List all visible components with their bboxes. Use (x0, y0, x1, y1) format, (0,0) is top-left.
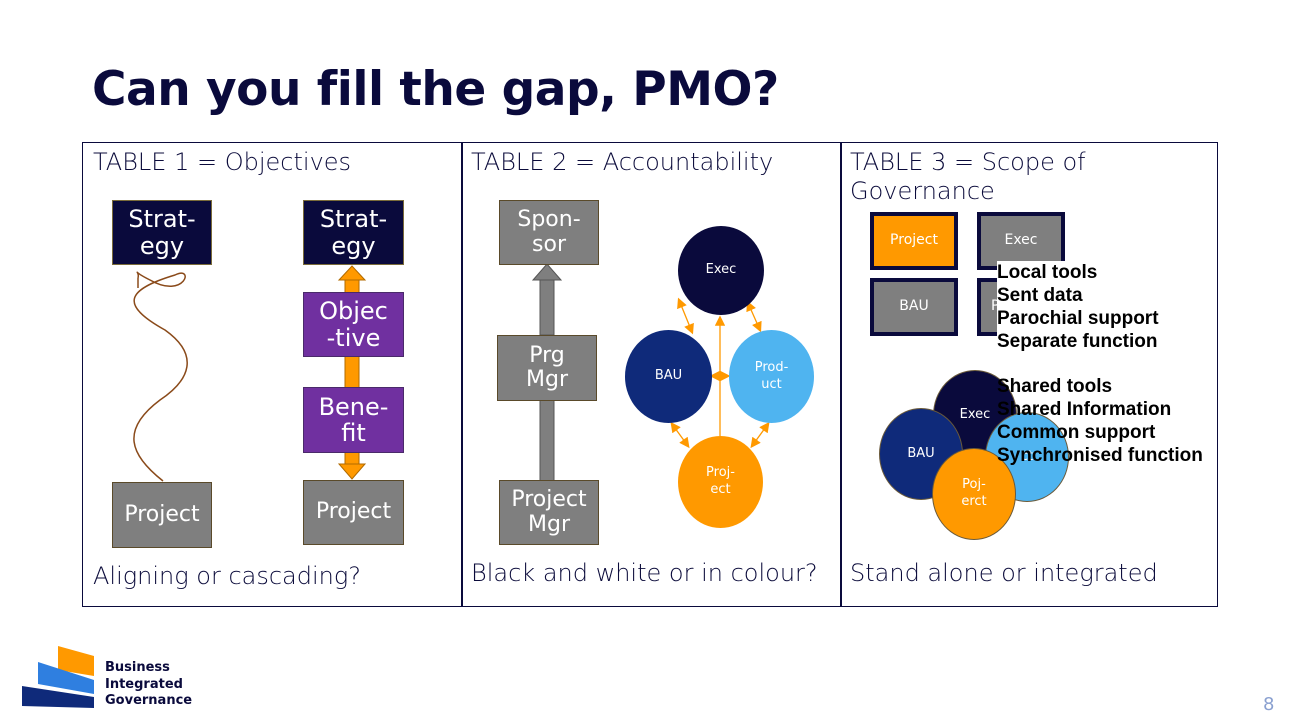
table1-title: TABLE 1 = Objectives (93, 148, 352, 176)
strategy-box: Strat- egy (303, 200, 404, 265)
exec-circle: Exec (678, 226, 764, 315)
table3-caption: Stand alone or integrated (850, 559, 1158, 587)
note-line: Synchronised function (997, 445, 1203, 466)
project-manager-box: Project Mgr (499, 480, 599, 545)
column-divider (840, 143, 842, 606)
project-box: Project (303, 480, 404, 545)
logo-line: Governance (105, 693, 193, 708)
programme-manager-box: Prg Mgr (497, 335, 597, 401)
sponsor-box: Spon- sor (499, 200, 599, 265)
note-line: Sent data (997, 285, 1083, 306)
bau-square: BAU (870, 278, 958, 336)
strategy-box: Strat- egy (112, 200, 212, 265)
cascade-arrow (337, 265, 367, 480)
logo-line: Business (105, 660, 170, 675)
logo-wordmark: Business Integrated Governance (105, 660, 192, 710)
integrated-notes: Shared tools Shared Information Common s… (997, 375, 1203, 467)
standalone-notes: Local tools Sent data Parochial support … (997, 261, 1159, 353)
comparison-table (82, 142, 1218, 607)
note-line: Shared tools (997, 376, 1113, 397)
note-line: Common support (997, 422, 1156, 443)
benefit-box: Bene- fit (303, 387, 404, 453)
note-line: Separate function (997, 331, 1158, 352)
note-line: Shared Information (997, 399, 1172, 420)
table2-title: TABLE 2 = Accountability (471, 148, 774, 176)
page-number: 8 (1263, 694, 1275, 715)
note-line: Parochial support (997, 308, 1159, 329)
project-circle: Proj- ect (678, 436, 763, 528)
table3-title: TABLE 3 = Scope of Governance (850, 148, 1086, 205)
product-circle: Prod- uct (729, 330, 814, 423)
slide-title: Can you fill the gap, PMO? (92, 62, 779, 117)
project-square: Project (870, 212, 958, 270)
objective-box: Objec -tive (303, 292, 404, 357)
note-line: Local tools (997, 262, 1098, 283)
table2-caption: Black and white or in colour? (471, 559, 818, 587)
exec-square: Exec (977, 212, 1065, 270)
table1-caption: Aligning or cascading? (93, 562, 362, 590)
logo-line: Integrated (105, 676, 183, 692)
bau-circle: BAU (625, 330, 712, 423)
column-divider (461, 143, 463, 606)
wavy-connector (133, 271, 188, 482)
circle-connectors (670, 297, 770, 449)
project-box: Project (112, 482, 212, 548)
project-circle: Poj- erct (932, 448, 1016, 540)
